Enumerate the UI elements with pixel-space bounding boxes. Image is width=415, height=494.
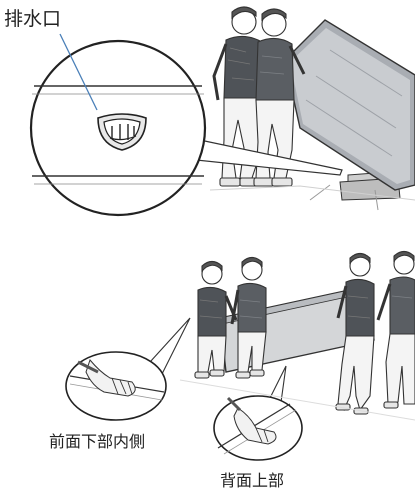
- person-bottom-3: [335, 252, 375, 415]
- drain-outlet-magnifier: [29, 39, 207, 217]
- grip-callout-front: [65, 317, 191, 421]
- grip-callout-back: [213, 365, 303, 461]
- tv-panel-tilted: [284, 19, 415, 191]
- drain-outlet-label: 排水口: [4, 8, 62, 30]
- drain-label-leader: [59, 33, 98, 111]
- front-lower-inside-label: 前面下部内側: [49, 432, 146, 451]
- floor-line-bottom: [179, 379, 415, 421]
- person-bottom-2: [230, 256, 267, 379]
- back-top-label: 背面上部: [220, 471, 285, 490]
- floor-line-top: [209, 185, 415, 201]
- person-bottom-4: [376, 250, 415, 409]
